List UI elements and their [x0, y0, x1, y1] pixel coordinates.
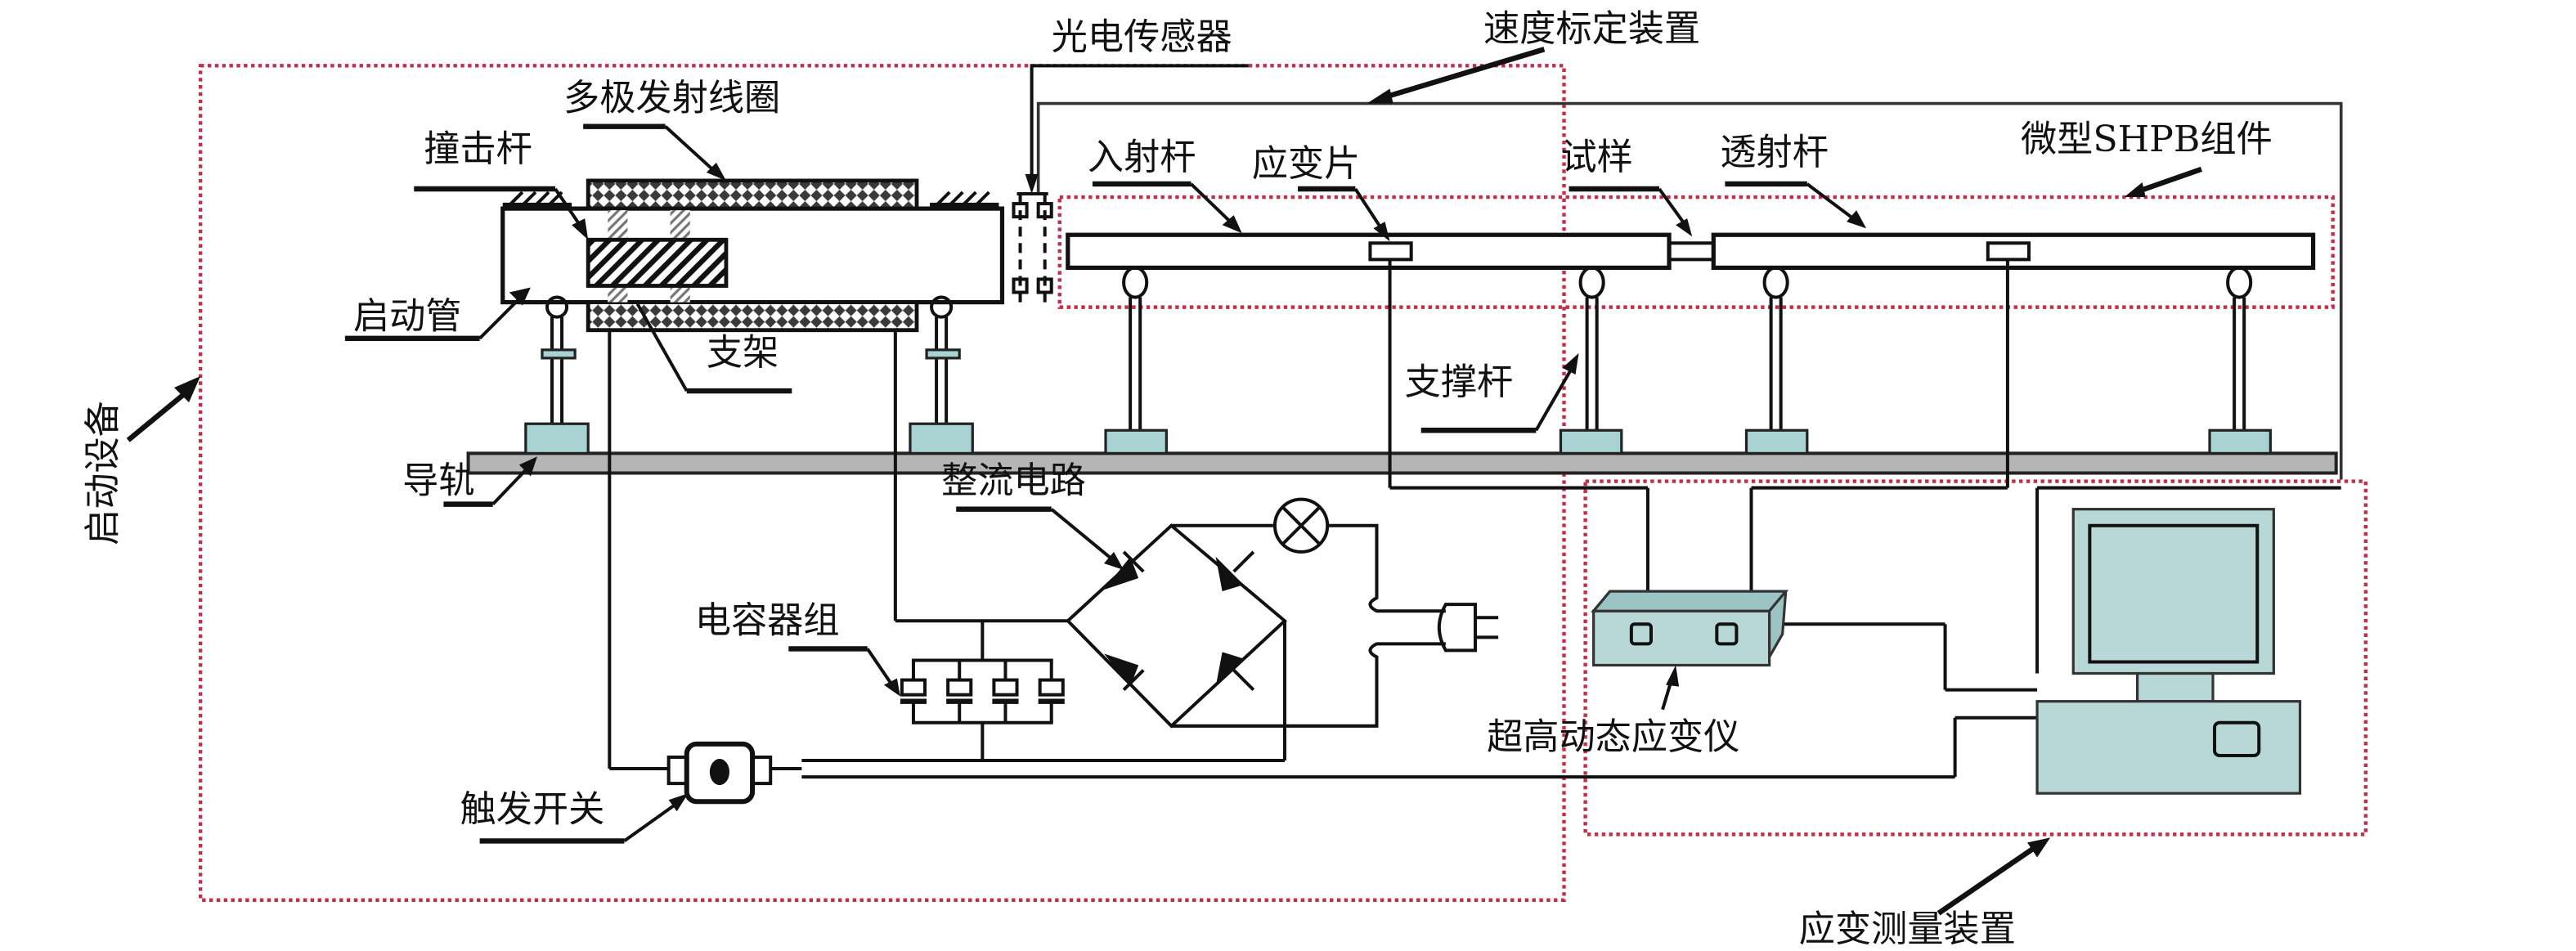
rectifier-bridge: [1065, 523, 1288, 760]
label-transmitted-bar: 透射杆: [1720, 132, 1829, 173]
label-strain-gauge: 应变片: [1252, 143, 1361, 185]
support-rods: [1104, 266, 2272, 455]
capacitor: [1038, 660, 1065, 723]
support-rod: [1559, 266, 1623, 455]
label-capacitor-bank: 电容器组: [695, 599, 840, 641]
trigger-switch: [666, 741, 802, 805]
label-launch-device: 启动设备: [83, 401, 124, 545]
transmitted-bar: [1711, 232, 2316, 271]
label-dynamic-strain-meter: 超高动态应变仪: [1487, 716, 1739, 758]
label-multistage-coil: 多极发射线圈: [563, 78, 780, 119]
label-photoelectric-sensor: 光电传感器: [1052, 16, 1232, 58]
support-rod: [1104, 266, 1168, 455]
label-trigger-switch: 触发开关: [460, 788, 605, 830]
label-velocity-calibration: 速度标定装置: [1483, 8, 1700, 50]
launch-device-outline: [198, 64, 1566, 902]
label-strain-measurement: 应变测量装置: [1799, 908, 2016, 950]
monitor-stand: [2136, 671, 2215, 703]
velocity-calibration-frame: [1036, 101, 2343, 480]
specimen: [1667, 241, 1716, 262]
capacitor: [946, 660, 973, 723]
label-launch-tube: 启动管: [353, 296, 462, 338]
indicator-lamp: [1272, 497, 1330, 554]
dynamic-strain-meter: [1591, 590, 1789, 667]
label-specimen: 试样: [1560, 137, 1632, 178]
computer: [2035, 508, 2302, 795]
label-striker-bar: 撞击杆: [424, 128, 532, 170]
fixed-support-hatch-left: [502, 191, 572, 209]
coil-top: [586, 178, 919, 211]
strain-measurement-outline: [1583, 479, 2368, 837]
launcher-support-left: [524, 295, 590, 455]
label-guide-rail: 导轨: [402, 460, 474, 502]
monitor-screen: [2088, 523, 2260, 664]
photoelectric-sensor-pair: [1012, 192, 1053, 304]
capacitor-bank: [900, 660, 1065, 723]
monitor: [2071, 508, 2275, 675]
launcher: [500, 178, 1005, 455]
support-rod: [2208, 266, 2272, 455]
fixed-support-hatch-right: [930, 191, 999, 209]
computer-case: [2035, 700, 2302, 795]
launcher-support-right: [909, 295, 974, 455]
label-incident-bar: 入射杆: [1088, 137, 1196, 178]
power-plug-icon: [1437, 603, 1499, 653]
shpb-assembly-outline: [1057, 195, 2335, 309]
label-bracket: 支架: [707, 332, 779, 374]
label-support-rod: 支撑杆: [1405, 361, 1514, 403]
label-micro-shpb: 微型SHPB组件: [2021, 119, 2273, 160]
striker-bar: [586, 237, 729, 288]
guide-rail: [466, 451, 2338, 475]
capacitor: [992, 660, 1019, 723]
support-rod: [1744, 266, 1809, 455]
strain-wiring: [1388, 259, 2341, 778]
disk-drive: [2213, 720, 2261, 757]
capacitor: [900, 660, 927, 723]
label-rectifier: 整流电路: [941, 460, 1086, 502]
launch-circuit: [608, 330, 1955, 805]
